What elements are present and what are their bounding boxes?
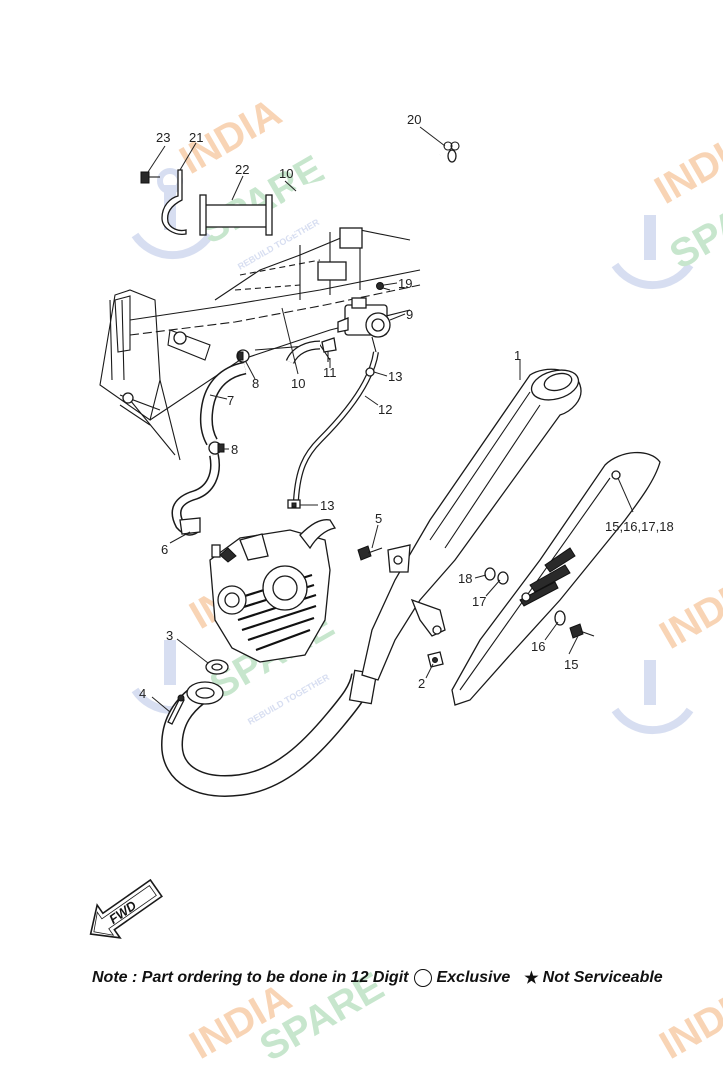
callout-9: 9	[406, 307, 413, 322]
note-exclusive-text: Exclusive	[436, 969, 511, 986]
callout-23: 23	[156, 130, 170, 145]
gasket-3	[205, 659, 229, 675]
callout-16: 16	[531, 639, 545, 654]
wrench-logo-icon	[611, 215, 694, 290]
fitting-11	[321, 337, 337, 362]
callout-11: 11	[323, 365, 337, 380]
stud-bolt-4	[167, 694, 185, 725]
callout-1: 1	[514, 348, 521, 363]
washer-17	[497, 571, 509, 585]
hose-clamp-8-upper	[236, 349, 250, 363]
callout-8: 8	[231, 442, 238, 457]
chassis-frame	[99, 227, 421, 461]
callout-5: 5	[375, 511, 382, 526]
callout-4: 4	[139, 686, 146, 701]
star-icon: ★	[524, 970, 539, 987]
engine-block	[209, 519, 337, 663]
callout-10: 10	[279, 166, 293, 181]
muffler-heat-guard	[451, 451, 661, 706]
callout-7: 7	[227, 393, 234, 408]
bolt-23	[140, 171, 160, 184]
spacer-22	[199, 194, 273, 236]
watermark-logo: INDIA SPARE REBUILD TOGETHER	[131, 90, 331, 272]
hose-clamp-13-upper	[365, 367, 375, 377]
hose-clamp-13-lower	[287, 499, 301, 509]
callout-21: 21	[189, 130, 203, 145]
clip-20	[443, 141, 460, 163]
pipe-6	[171, 454, 220, 536]
callout-labels: 23 21 22 10 20 19 9 8 10 11 13 12 7 8 6 …	[139, 112, 674, 701]
muffler-silencer	[361, 368, 582, 681]
callout-15-16-17-18: 15,16,17,18	[605, 519, 674, 534]
bolt-15	[569, 623, 595, 639]
hose-10-upper	[282, 151, 442, 237]
bolt-19	[376, 282, 391, 291]
watermark-logo: INDIA	[611, 565, 723, 735]
wrench-logo-icon	[611, 660, 694, 735]
callout-18: 18	[458, 571, 472, 586]
callout-3: 3	[166, 628, 173, 643]
callout-13: 13	[388, 369, 402, 384]
callout-12: 12	[378, 402, 392, 417]
callout-6: 6	[161, 542, 168, 557]
leader-lines	[147, 126, 634, 713]
hose-7	[199, 361, 247, 446]
hose-clamp-8-lower	[208, 441, 225, 455]
exhaust-header-pipe	[160, 669, 378, 797]
callout-10: 10	[291, 376, 305, 391]
air-injection-valve	[337, 297, 391, 353]
callout-19: 19	[398, 276, 412, 291]
ordering-note: Note : Part ordering to be done in 12 Di…	[92, 965, 663, 991]
callout-13: 13	[320, 498, 334, 513]
callout-2: 2	[418, 676, 425, 691]
bracket-21	[161, 169, 187, 235]
circle-icon	[414, 969, 433, 987]
watermark-word-india: INDIA	[653, 565, 723, 658]
callout-17: 17	[472, 594, 486, 609]
watermark-logo: INDIA SPARE	[611, 120, 723, 290]
washer-18	[484, 567, 496, 581]
callout-15: 15	[564, 657, 578, 672]
note-lead-text: Note : Part ordering to be done in 12 Di…	[92, 969, 409, 986]
washer-16	[554, 610, 566, 626]
watermark-word-india: INDIA	[648, 120, 723, 213]
callout-20: 20	[407, 112, 421, 127]
callout-22: 22	[235, 162, 249, 177]
watermark-word-india: INDIA	[653, 975, 723, 1068]
callout-8: 8	[252, 376, 259, 391]
fwd-arrow-icon: FWD	[89, 878, 163, 939]
note-not-serviceable-text: Not Serviceable	[542, 969, 663, 986]
bolt-5	[357, 545, 383, 561]
nut-2	[427, 651, 444, 668]
hose-10-lower	[285, 340, 321, 365]
